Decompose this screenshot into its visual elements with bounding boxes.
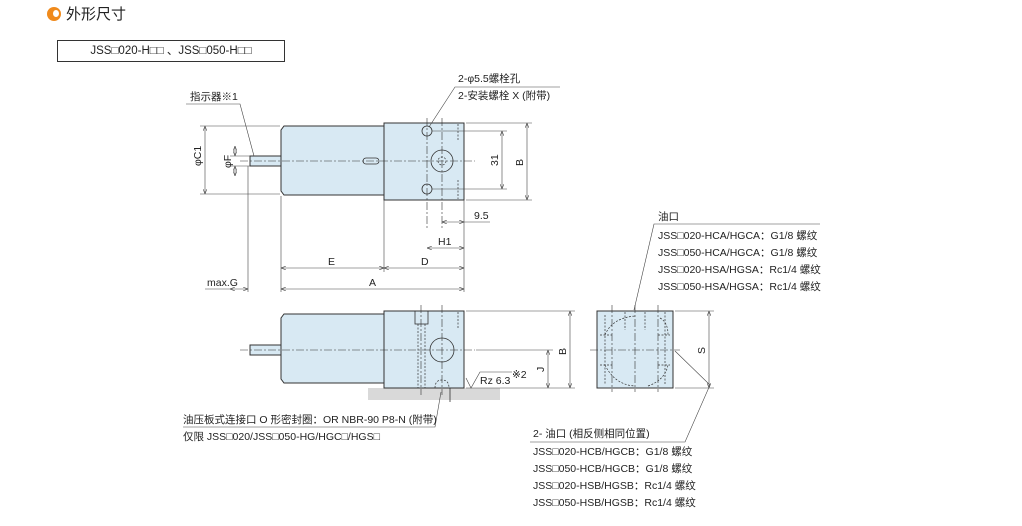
roughness-symbol [465, 371, 512, 389]
roughness-value: Rz 6.3 [480, 375, 511, 387]
section-header: 外形尺寸 [47, 3, 126, 24]
cylinder-body [280, 125, 385, 196]
port-a-line: JSS□050-HCA/HGCA：G1/8 螺纹 [658, 246, 818, 259]
roughness-note: ※2 [512, 369, 527, 381]
dim-c1: φC1 [192, 146, 204, 166]
mounting-plate [368, 388, 500, 400]
counterbore [414, 310, 429, 325]
dim-e: E [328, 256, 335, 268]
dim-a: A [369, 277, 376, 289]
dim-j: J [535, 367, 547, 372]
dim-31: 31 [489, 154, 501, 166]
dim-b: B [514, 159, 526, 166]
port-b-line: JSS□050-HCB/HGCB：G1/8 螺纹 [533, 462, 693, 475]
port-b-line: JSS□020-HSB/HGSB：Rc1/4 螺纹 [533, 479, 696, 492]
valve-block [383, 122, 465, 201]
port-a-line: JSS□050-HSA/HGSA：Rc1/4 螺纹 [658, 280, 821, 293]
indicator-label: 指示器※1 [190, 90, 238, 103]
port-b-line: JSS□050-HSB/HGSB：Rc1/4 螺纹 [533, 496, 696, 509]
port-a-line: JSS□020-HCA/HGCA：G1/8 螺纹 [658, 229, 818, 242]
dim-9-5: 9.5 [474, 210, 489, 222]
bullet-icon [47, 6, 61, 21]
dim-s: S [696, 347, 708, 354]
port-b-line: JSS□020-HCB/HGCB：G1/8 螺纹 [533, 445, 693, 458]
front-view: B J Rz 6.3 ※2 油压板式连接口 O 形密封圈：OR NBR-90 P… [183, 305, 575, 443]
dim-b: B [557, 348, 569, 355]
plate-port-label: 油压板式连接口 O 形密封圈：OR NBR-90 P8-N (附带) [183, 413, 437, 426]
bolt-hole-label: 2-φ5.5螺栓孔 [458, 72, 521, 85]
plate-port-note: 仅限 JSS□020/JSS□050-HG/HGC□/HGS□ [183, 431, 381, 443]
model-label: JSS□020-H□□ 、JSS□050-H□□ [57, 40, 285, 62]
dim-max-g: max.G [207, 277, 238, 289]
cylinder-body [280, 313, 385, 384]
port-a-line: JSS□020-HSA/HGSA：Rc1/4 螺纹 [658, 263, 821, 276]
dim-h1: H1 [438, 236, 452, 248]
port-a-title: 油口 [658, 210, 679, 223]
dim-f: φF [222, 155, 234, 168]
top-view: φC1 φF B 31 9.5 H1 E D A max.G 指示器※1 2-φ… [186, 72, 560, 292]
section-title: 外形尺寸 [66, 5, 127, 23]
bolt-label: 2-安装螺栓 X (附带) [458, 89, 550, 102]
port-b-title: 2- 油口 (相反侧相同位置) [533, 427, 650, 440]
valve-block [383, 310, 465, 389]
side-view: S 油口 JSS□020-HCA/HGCA：G1/8 螺纹 JSS□050-HC… [530, 210, 821, 509]
dim-d: D [421, 256, 429, 268]
